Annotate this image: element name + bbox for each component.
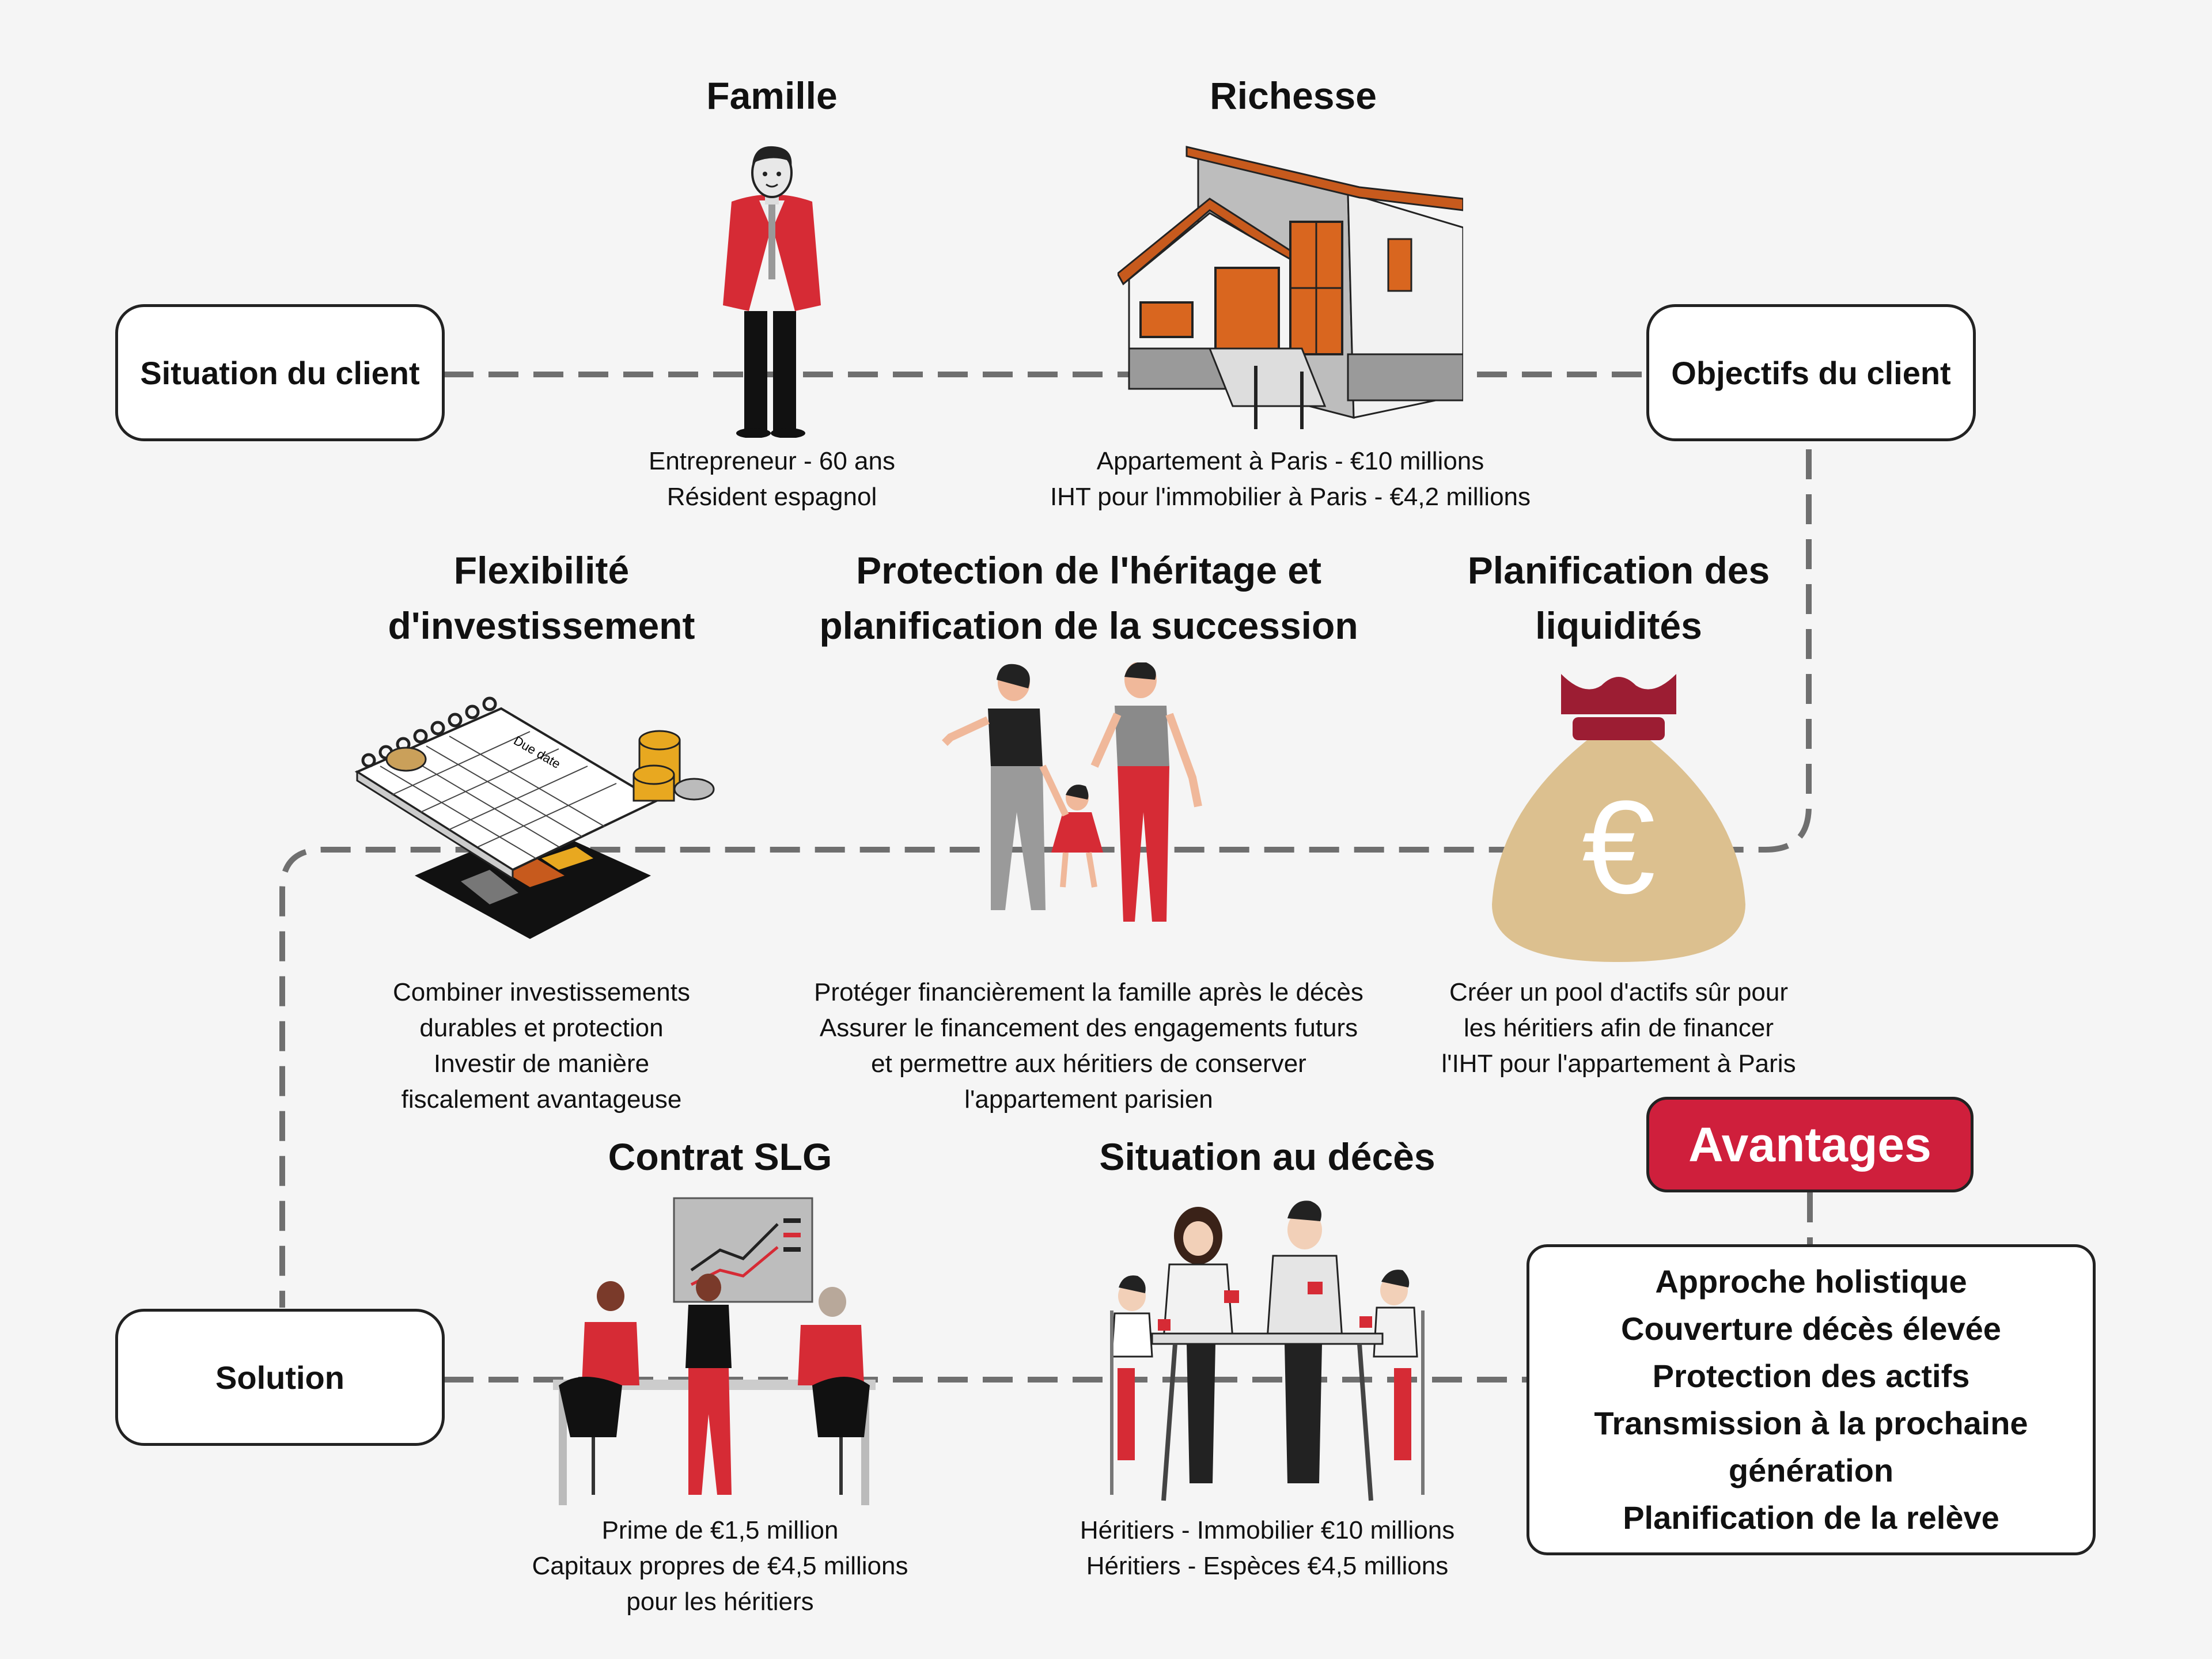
benefit-item: Approche holistique	[1655, 1263, 1967, 1300]
famille-line: Entrepreneur - 60 ans	[648, 447, 896, 475]
contrat-line: pour les héritiers	[626, 1588, 814, 1616]
deces-line: Héritiers - Immobilier €10 millions	[1080, 1516, 1455, 1544]
meeting-icon	[553, 1197, 876, 1505]
flexibilite-caption: Combiner investissements durables et pro…	[323, 975, 760, 1118]
liquidites-line: l'IHT pour l'appartement à Paris	[1441, 1050, 1796, 1078]
euro-symbol: €	[1582, 773, 1656, 921]
liquidites-line: Créer un pool d'actifs sûr pour	[1449, 978, 1789, 1006]
flexibilite-line: fiscalement avantageuse	[401, 1085, 682, 1113]
protection-title: Protection de l'héritage et planificatio…	[766, 543, 1411, 653]
famille-title: Famille	[706, 74, 838, 117]
money-bag-icon: €	[1492, 674, 1745, 962]
contrat-line: Capitaux propres de €4,5 millions	[532, 1552, 908, 1580]
solution-box: Solution	[115, 1309, 445, 1446]
family-table-icon	[1110, 1200, 1425, 1501]
benefit-item: Planification de la relève	[1623, 1499, 1999, 1536]
liquidites-title-line: Planification des	[1467, 549, 1770, 592]
famille-line: Résident espagnol	[666, 483, 877, 511]
flexibilite-title: Flexibilité d'investissement	[323, 543, 760, 653]
protection-caption: Protéger financièrement la famille après…	[766, 975, 1411, 1118]
contrat-title: Contrat SLG	[608, 1135, 832, 1178]
richesse-line: IHT pour l'immobilier à Paris - €4,2 mil…	[1050, 483, 1531, 511]
protection-line: Assurer le financement des engagements f…	[819, 1014, 1358, 1042]
flexibilite-title-line: Flexibilité	[453, 549, 630, 592]
benefit-item: génération	[1728, 1452, 1894, 1488]
client-situation-box: Situation du client	[115, 304, 445, 441]
benefit-item: Protection des actifs	[1652, 1358, 1970, 1394]
liquidites-caption: Créer un pool d'actifs sûr pour les héri…	[1388, 975, 1849, 1082]
flexibilite-line: Combiner investissements	[393, 978, 690, 1006]
deces-title: Situation au décès	[1099, 1135, 1435, 1178]
avantages-title: Avantages	[1688, 1117, 1931, 1172]
client-objectives-label: Objectifs du client	[1671, 354, 1951, 391]
richesse-line: Appartement à Paris - €10 millions	[1096, 447, 1484, 475]
avantages-header: Avantages	[1646, 1097, 1974, 1192]
businessman-icon	[723, 146, 821, 438]
client-objectives-box: Objectifs du client	[1646, 304, 1976, 441]
calendar-icon: Due date	[354, 696, 715, 939]
solution-label: Solution	[215, 1359, 344, 1396]
protection-line: Protéger financièrement la famille après…	[814, 978, 1363, 1006]
deces-caption: Héritiers - Immobilier €10 millions Héri…	[1014, 1513, 1521, 1584]
contrat-caption: Prime de €1,5 million Capitaux propres d…	[490, 1513, 950, 1620]
protection-line: et permettre aux héritiers de conserver	[871, 1050, 1306, 1078]
flexibilite-title-line: d'investissement	[388, 604, 695, 647]
liquidites-title-line: liquidités	[1535, 604, 1702, 647]
richesse-caption: Appartement à Paris - €10 millions IHT p…	[1008, 444, 1573, 515]
protection-title-line: planification de la succession	[819, 604, 1358, 647]
flexibilite-line: durables et protection	[419, 1014, 664, 1042]
protection-line: l'appartement parisien	[964, 1085, 1213, 1113]
flexibilite-line: Investir de manière	[433, 1050, 650, 1078]
benefits-box: Approche holistique Couverture décès éle…	[1527, 1244, 2096, 1555]
benefit-item: Couverture décès élevée	[1621, 1310, 2001, 1347]
liquidites-line: les héritiers afin de financer	[1463, 1014, 1774, 1042]
house-icon	[1118, 146, 1463, 429]
contrat-line: Prime de €1,5 million	[601, 1516, 839, 1544]
liquidites-title: Planification des liquidités	[1388, 543, 1849, 653]
client-situation-label: Situation du client	[140, 354, 420, 391]
deces-line: Héritiers - Espèces €4,5 millions	[1086, 1552, 1449, 1580]
richesse-title: Richesse	[1210, 74, 1377, 117]
famille-caption: Entrepreneur - 60 ans Résident espagnol	[599, 444, 945, 515]
benefit-item: Transmission à la prochaine	[1594, 1405, 2028, 1441]
family-icon	[942, 662, 1202, 922]
protection-title-line: Protection de l'héritage et	[856, 549, 1321, 592]
